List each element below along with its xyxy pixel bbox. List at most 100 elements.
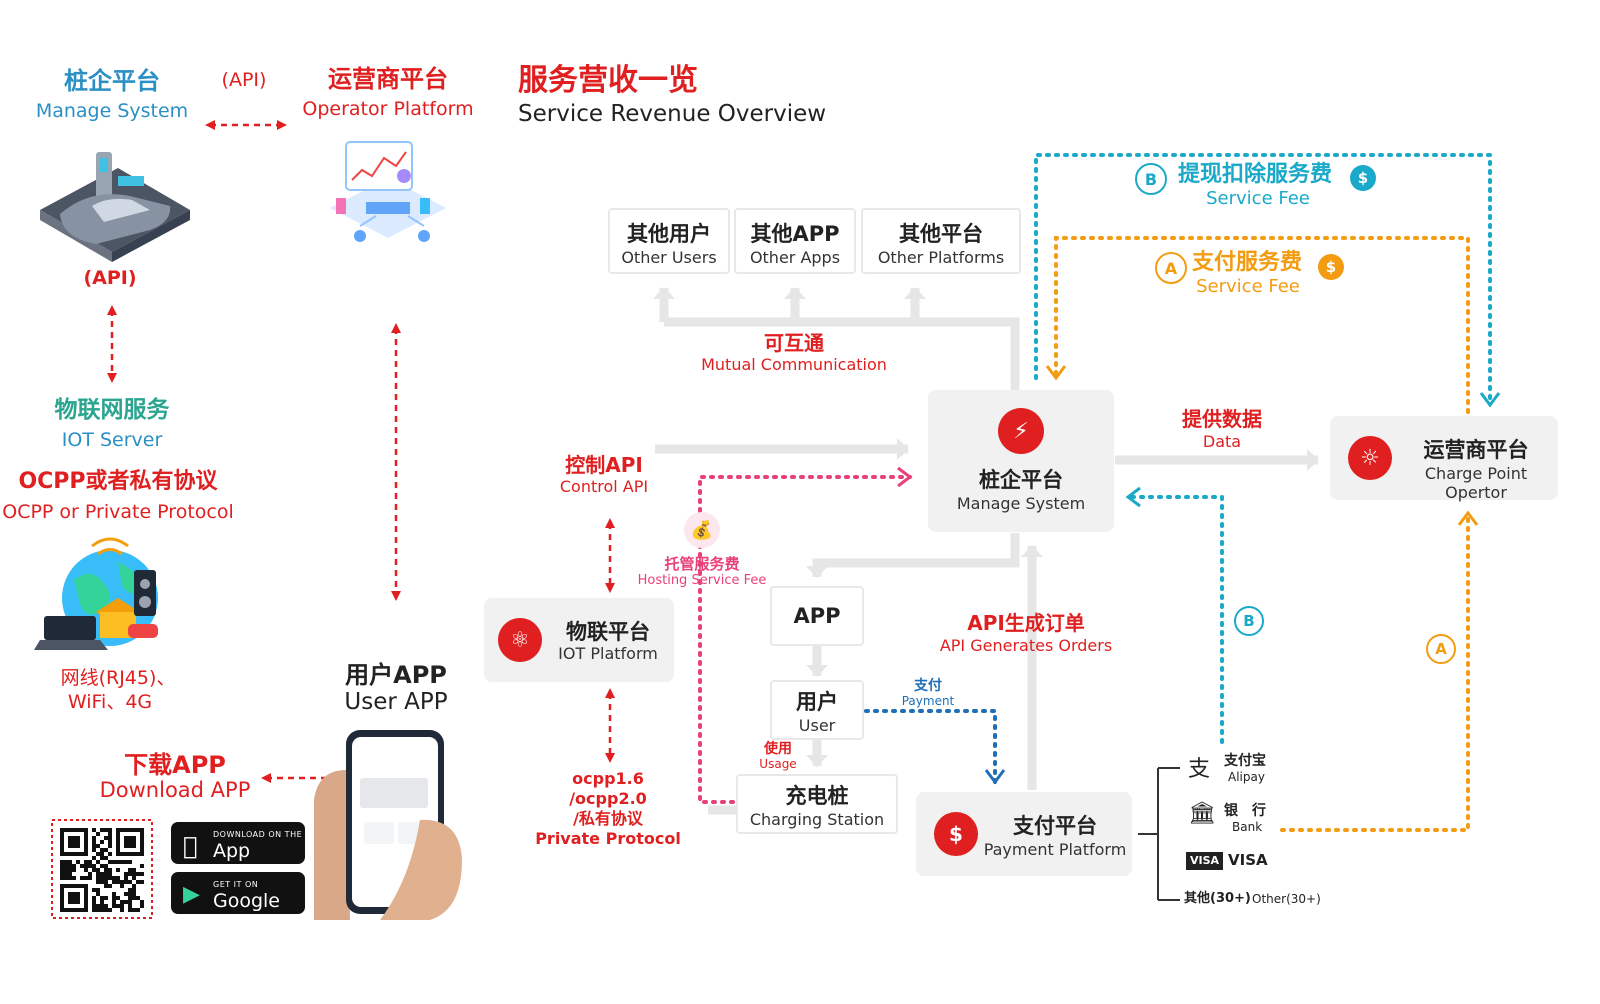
qr-module: [112, 896, 116, 900]
user-app-en: User APP: [344, 689, 448, 715]
qr-module: [92, 864, 96, 868]
google-play-badge[interactable]: ▶ GET IT ON Google Play: [171, 872, 305, 934]
iot-server-en: IOT Server: [61, 429, 163, 451]
qr-module: [108, 868, 112, 872]
qr-module: [60, 876, 64, 880]
control-api-en: Control API: [559, 477, 649, 496]
qr-module: [108, 884, 112, 888]
qr-module: [140, 900, 144, 904]
qr-module: [96, 888, 100, 892]
qr-module: [108, 828, 112, 832]
qr-module: [124, 892, 128, 896]
qr-module: [136, 880, 140, 884]
operator-title-en: Operator Platform: [302, 98, 474, 120]
operator-title-cn: 运营商平台: [328, 65, 448, 93]
cpo-box: ☼ 运营商平台 Charge Point Opertor: [1330, 416, 1558, 502]
ocpp-line3: /私有协议: [573, 809, 643, 828]
qr-module: [92, 836, 96, 840]
qr-module: [100, 840, 104, 844]
qr-module: [120, 908, 124, 912]
qr-module: [104, 880, 108, 884]
iot-server-cn: 物联网服务: [54, 397, 170, 423]
protocol-en: OCPP or Private Protocol: [2, 501, 234, 523]
qr-module: [84, 876, 88, 880]
qr-module: [68, 860, 72, 864]
qr-module: [96, 844, 100, 848]
other-users-box: 其他用户 Other Users: [608, 208, 730, 274]
qr-module: [128, 888, 132, 892]
usage-cn: 使用: [764, 741, 792, 757]
manage-system-box: ⚡ 桩企平台 Manage System: [928, 390, 1114, 532]
a-bottom-route: [1280, 510, 1479, 832]
gray-connectors: [653, 287, 1319, 815]
qr-module: [96, 872, 100, 876]
a-top-route: [1045, 236, 1470, 414]
qr-module: [120, 884, 124, 888]
qr-module: [136, 908, 140, 912]
payment-label-cn: 支付: [914, 678, 942, 694]
qr-module: [92, 896, 96, 900]
cyan-route: [1034, 153, 1501, 744]
cpo-cn: 运营商平台: [1423, 438, 1529, 462]
qr-module: [132, 896, 136, 900]
fee-b-badge: B: [1135, 163, 1167, 195]
qr-module: [100, 896, 104, 900]
other-platforms-en: Other Platforms: [877, 248, 1005, 267]
other-apps-cn: 其他APP: [750, 222, 840, 246]
qr-module: [104, 876, 108, 880]
payment-label-en: Payment: [901, 694, 955, 708]
fee-a-cn: 支付服务费: [1192, 250, 1303, 275]
fee-b-en: Service Fee: [1206, 188, 1310, 209]
qr-module: [124, 876, 128, 880]
car-illustration: [40, 152, 190, 262]
other-platforms-box: 其他平台 Other Platforms: [861, 208, 1021, 274]
payment-cn: 支付平台: [1013, 814, 1097, 838]
other-apps-en: Other Apps: [749, 248, 841, 267]
qr-module: [128, 908, 132, 912]
phone-illustration: [314, 730, 462, 920]
qr-module: [100, 880, 104, 884]
other-users-cn: 其他用户: [627, 222, 711, 246]
qr-module: [64, 872, 68, 876]
qr-module: [64, 868, 68, 872]
api-orders-cn: API生成订单: [967, 611, 1085, 635]
qr-module: [72, 868, 76, 872]
hosting-route: [698, 466, 913, 804]
route-b-badge: B: [1234, 606, 1264, 636]
mutual-cn: 可互通: [764, 331, 824, 355]
globe-illustration: [34, 537, 158, 650]
qr-module: [120, 900, 124, 904]
other-platforms-cn: 其他平台: [899, 222, 983, 246]
qr-module: [92, 888, 96, 892]
iot-platform-en: IOT Platform: [558, 644, 658, 663]
qr-finder: [68, 892, 80, 904]
qr-module: [108, 872, 112, 876]
qr-module: [104, 884, 108, 888]
qr-module: [88, 872, 92, 876]
qr-module: [60, 860, 64, 864]
visa-label: VISA: [1228, 851, 1268, 869]
qr-module: [132, 876, 136, 880]
qr-module: [128, 892, 132, 896]
qr-module: [92, 848, 96, 852]
alipay-icon: 支: [1188, 757, 1211, 782]
qr-module: [84, 868, 88, 872]
qr-module: [64, 860, 68, 864]
ocpp-line2: /ocpp2.0: [569, 789, 647, 808]
manage-system-en: Manage System: [956, 494, 1086, 513]
app-store-badge[interactable]:  DOWNLOAD ON THE App Store: [171, 822, 305, 884]
fee-a-badge: A: [1155, 252, 1187, 284]
qr-module: [100, 852, 104, 856]
qr-frame: [51, 819, 153, 919]
qr-module: [108, 852, 112, 856]
methods-bracket: [1138, 767, 1180, 901]
other-methods-cn: 其他(30+): [1184, 891, 1251, 906]
alipay-en: Alipay: [1228, 770, 1265, 784]
qr-module: [96, 860, 100, 864]
ocpp-line4: Private Protocol: [535, 829, 681, 848]
qr-module: [92, 908, 96, 912]
fee-a-en: Service Fee: [1196, 276, 1300, 297]
qr-module: [92, 828, 96, 832]
qr-module: [100, 904, 104, 908]
google-play-big: Google Play: [213, 890, 281, 934]
